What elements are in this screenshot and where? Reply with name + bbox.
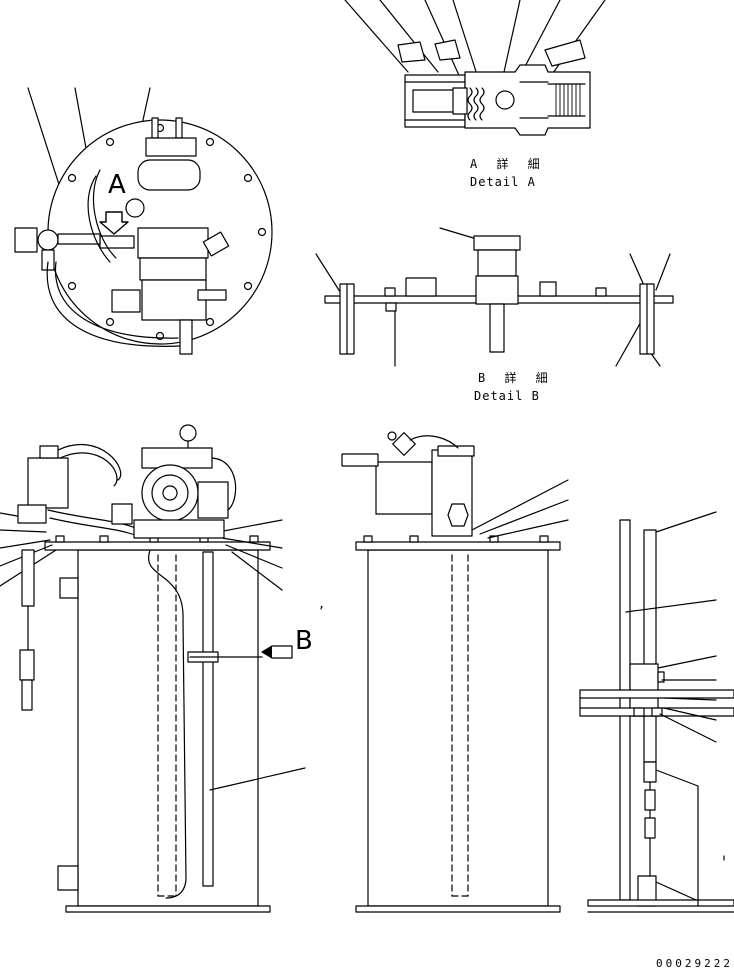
level-sensor-detail [579,511,734,913]
view-a-callout-letter: A [108,170,126,200]
detail-a-valve-section [344,0,606,136]
detail-a-caption-jp: A 詳 細 [470,157,546,171]
detail-b-bracket-section [315,227,674,367]
detail-a-caption-en: Detail A [470,175,536,189]
document-number: 00029222 [656,957,733,970]
bolt-circle [67,123,267,341]
tank-top-plan-view [14,87,273,355]
view-b-callout-letter: B [295,626,313,656]
tank-side-view [341,431,569,913]
flange-bolts [55,535,259,543]
detail-b-caption-jp: B 詳 細 [478,371,554,385]
stray-mark: , [318,597,326,611]
detail-b-caption-en: Detail B [474,389,540,403]
tank-front-view [0,424,306,913]
